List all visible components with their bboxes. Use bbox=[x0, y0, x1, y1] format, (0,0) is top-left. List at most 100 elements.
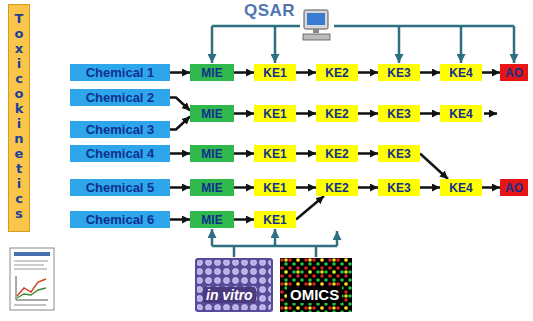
box-label: MIE bbox=[201, 107, 222, 121]
key-event-box: KE4 bbox=[440, 105, 482, 122]
key-event-box: KE1 bbox=[254, 105, 296, 122]
box-label: KE4 bbox=[449, 107, 472, 121]
array-ground bbox=[280, 258, 352, 312]
adverse-outcome-box: AO bbox=[500, 64, 528, 81]
bracket-stem bbox=[315, 246, 318, 257]
method-label: QSAR bbox=[244, 1, 295, 21]
mie-box: MIE bbox=[190, 64, 234, 81]
key-event-box: KE4 bbox=[440, 179, 482, 196]
pathway-arrow bbox=[170, 152, 190, 155]
box-label: KE2 bbox=[325, 181, 348, 195]
box-label: KE3 bbox=[387, 147, 410, 161]
key-event-box: KE3 bbox=[378, 64, 420, 81]
pathway-arrow bbox=[234, 152, 254, 155]
pathway-arrow bbox=[358, 152, 378, 155]
pathway-arrow bbox=[482, 186, 500, 189]
bracket-arrow bbox=[513, 26, 516, 63]
box-label: MIE bbox=[201, 213, 222, 227]
box-label: KE1 bbox=[263, 181, 286, 195]
bracket-stem bbox=[233, 246, 236, 257]
pathway-arrow bbox=[170, 117, 190, 130]
microarray-picture bbox=[280, 258, 352, 312]
box-label: KE4 bbox=[449, 181, 472, 195]
page-heading bbox=[14, 252, 50, 256]
box-label: KE1 bbox=[263, 107, 286, 121]
bracket-arrow bbox=[398, 26, 401, 63]
key-event-box: KE1 bbox=[254, 211, 296, 228]
key-event-box: KE2 bbox=[316, 105, 358, 122]
array-dots bbox=[280, 258, 352, 312]
bracket-arrow bbox=[211, 229, 214, 246]
pathway-arrow bbox=[420, 71, 440, 74]
box-label: KE3 bbox=[387, 181, 410, 195]
box-label: KE2 bbox=[325, 66, 348, 80]
chart-axes bbox=[16, 276, 48, 300]
box-label: KE1 bbox=[263, 213, 286, 227]
box-label: Chemical 5 bbox=[86, 181, 155, 195]
pathway-arrow bbox=[420, 112, 440, 115]
pathway-arrow bbox=[170, 218, 190, 221]
key-event-box: KE2 bbox=[316, 179, 358, 196]
pathway-arrow bbox=[296, 152, 316, 155]
monitor-screen bbox=[307, 13, 325, 25]
chemical-box: Chemical 4 bbox=[70, 145, 170, 162]
pathway-arrow bbox=[234, 71, 254, 74]
box-label: AO bbox=[505, 66, 523, 80]
chemical-box: Chemical 1 bbox=[70, 64, 170, 81]
document-picture bbox=[10, 248, 54, 310]
bracket-arrow bbox=[336, 231, 339, 246]
page-lines bbox=[14, 304, 46, 305]
box-label: KE1 bbox=[263, 147, 286, 161]
image-label: OMICS bbox=[287, 286, 342, 303]
bracket-arrow bbox=[211, 26, 214, 63]
box-label: KE4 bbox=[449, 66, 472, 80]
pathway-arrow bbox=[234, 186, 254, 189]
box-label: Toxicokinetics bbox=[14, 11, 23, 221]
box-label: KE3 bbox=[387, 107, 410, 121]
chemical-box: Chemical 5 bbox=[70, 179, 170, 196]
pathway-arrow bbox=[296, 186, 316, 189]
chemical-box: Chemical 3 bbox=[70, 121, 170, 138]
monitor bbox=[304, 10, 328, 29]
plate-ground bbox=[195, 258, 273, 312]
array-dots bbox=[280, 258, 352, 312]
pathway-arrow bbox=[234, 218, 254, 221]
pathway-arrow bbox=[234, 112, 254, 115]
qsar-bracket bbox=[212, 26, 514, 63]
pathway-arrow bbox=[170, 186, 190, 189]
adverse-outcome-box: AO bbox=[500, 179, 528, 196]
image-label: in vitro bbox=[203, 287, 256, 303]
pathway-arrow bbox=[170, 71, 190, 74]
key-event-box: KE3 bbox=[378, 179, 420, 196]
box-label: Chemical 1 bbox=[86, 66, 155, 80]
pathway-arrow bbox=[296, 112, 316, 115]
computer-icon bbox=[303, 10, 330, 40]
chart-curve bbox=[17, 279, 46, 296]
mie-box: MIE bbox=[190, 179, 234, 196]
key-event-box: KE1 bbox=[254, 179, 296, 196]
bracket-arrow bbox=[274, 229, 277, 246]
box-label: MIE bbox=[201, 66, 222, 80]
mie-box: MIE bbox=[190, 105, 234, 122]
chemical-box: Chemical 2 bbox=[70, 89, 170, 106]
key-event-box: KE1 bbox=[254, 64, 296, 81]
box-label: Chemical 2 bbox=[86, 91, 155, 105]
pathway-arrow bbox=[420, 154, 448, 180]
pathway-arrow bbox=[420, 186, 440, 189]
box-label: MIE bbox=[201, 181, 222, 195]
pathway-arrow bbox=[358, 71, 378, 74]
pathway-arrow bbox=[296, 196, 324, 220]
side-band: Toxicokinetics bbox=[8, 4, 30, 232]
well-plate-picture bbox=[195, 258, 273, 312]
box-label: Chemical 3 bbox=[86, 123, 155, 137]
bracket-line bbox=[212, 25, 300, 28]
chemical-box: Chemical 6 bbox=[70, 211, 170, 228]
plate-wells bbox=[197, 260, 271, 310]
pathway-arrow bbox=[358, 112, 378, 115]
box-label: KE1 bbox=[263, 66, 286, 80]
pathway-arrow bbox=[170, 98, 190, 111]
box-label: AO bbox=[505, 181, 523, 195]
box-label: KE2 bbox=[325, 107, 348, 121]
pathway-arrow bbox=[482, 71, 500, 74]
mie-box: MIE bbox=[190, 211, 234, 228]
